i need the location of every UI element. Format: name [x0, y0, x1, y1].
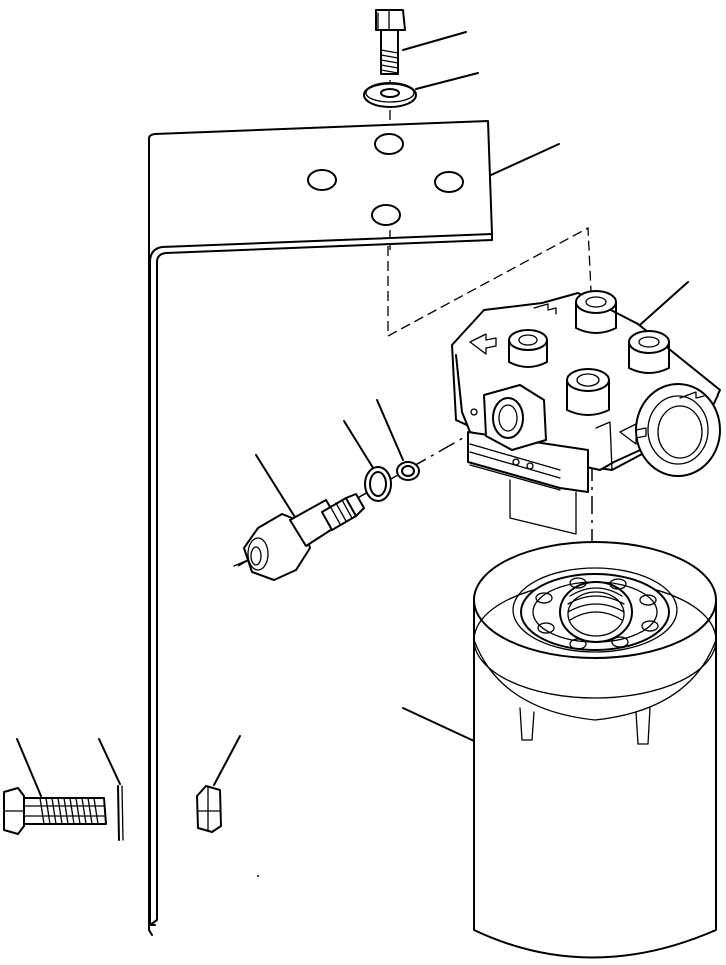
o-ring-icon [364, 466, 392, 502]
leader-o-ring-large [343, 420, 376, 472]
leader-filter-cartridge [402, 707, 475, 742]
flat-washer-icon [363, 82, 417, 108]
leader-filter-head [631, 281, 689, 333]
leader-bolt-top [402, 31, 467, 51]
lock-washer-icon [117, 785, 124, 841]
leader-bolt-side [16, 738, 42, 797]
axis-bracket-to-head [387, 226, 593, 338]
filter-head-icon [451, 290, 721, 535]
leader-o-ring-small [376, 399, 404, 461]
hex-bolt-icon [375, 9, 406, 75]
leader-bracket [490, 143, 560, 176]
hex-bolt-icon [3, 787, 107, 835]
diagram-speck [257, 875, 259, 877]
leader-pressure-switch [255, 454, 299, 523]
pressure-switch-icon [233, 493, 365, 581]
filter-cartridge-icon [473, 541, 717, 959]
mounting-bracket-icon [147, 120, 493, 936]
leader-washer [415, 72, 479, 90]
leader-nut [213, 735, 241, 786]
o-ring-icon [396, 461, 420, 481]
leader-lock-washer [98, 738, 121, 785]
leader-lines [16, 31, 689, 797]
hex-nut-icon [196, 785, 222, 833]
